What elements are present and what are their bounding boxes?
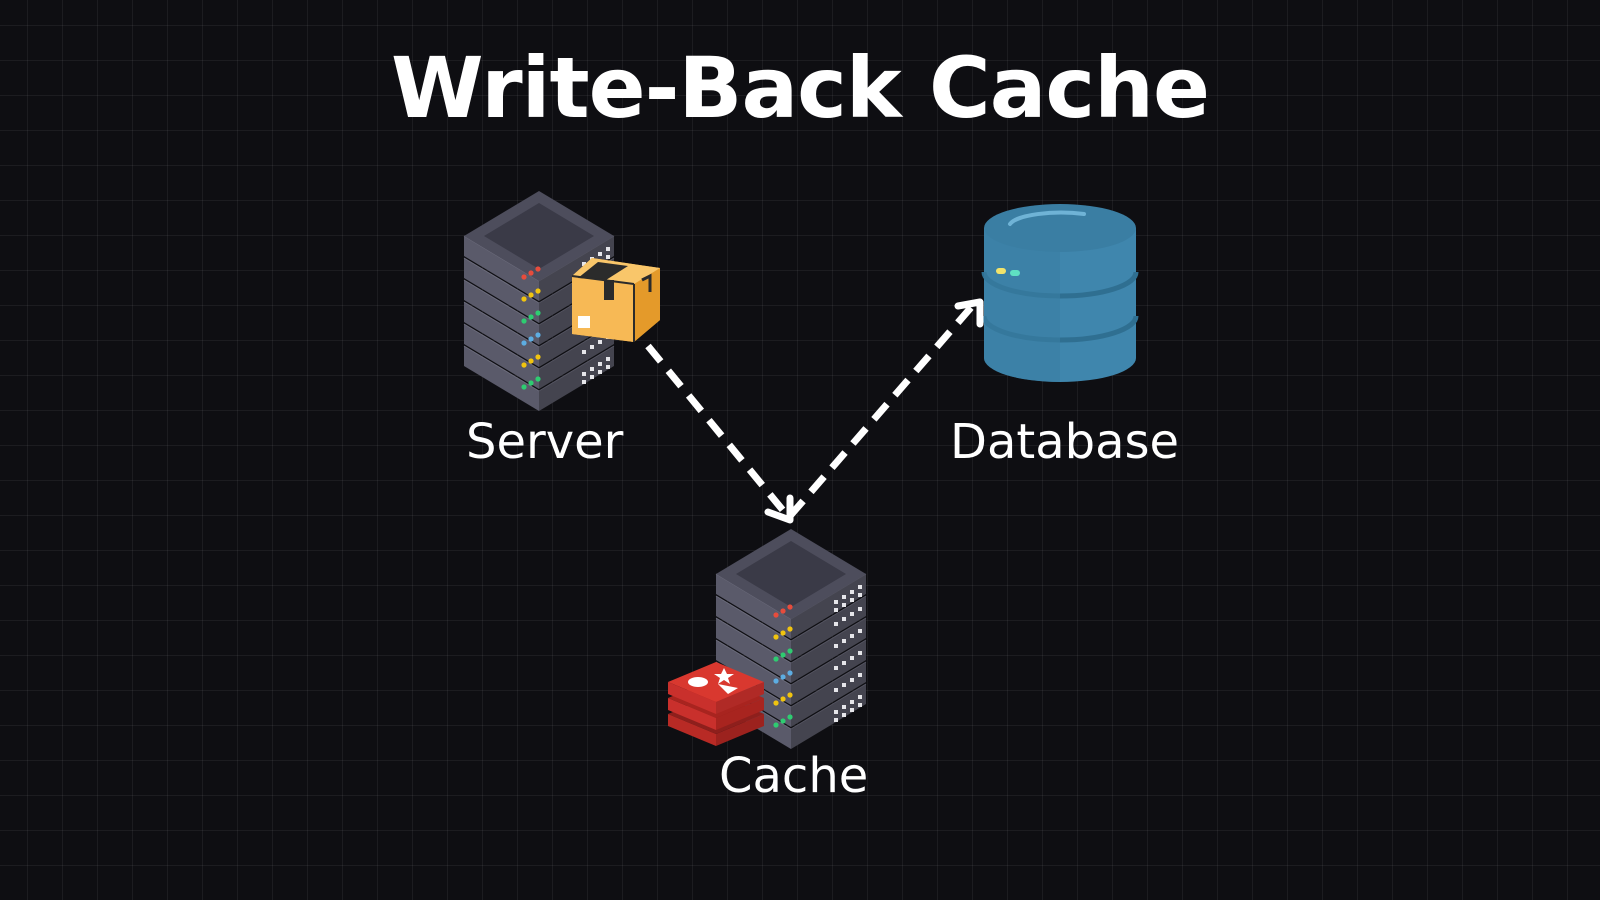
arrow-server-to-cache — [645, 343, 794, 524]
cache-label: Cache — [719, 748, 869, 804]
package-box-icon — [571, 258, 660, 342]
redis-logo-icon — [668, 662, 764, 746]
database-cylinder-icon — [981, 204, 1139, 382]
page-title: Write-Back Cache — [391, 39, 1210, 137]
database-label: Database — [950, 414, 1180, 470]
arrow-cache-to-database — [787, 298, 984, 519]
server-label: Server — [466, 414, 624, 470]
